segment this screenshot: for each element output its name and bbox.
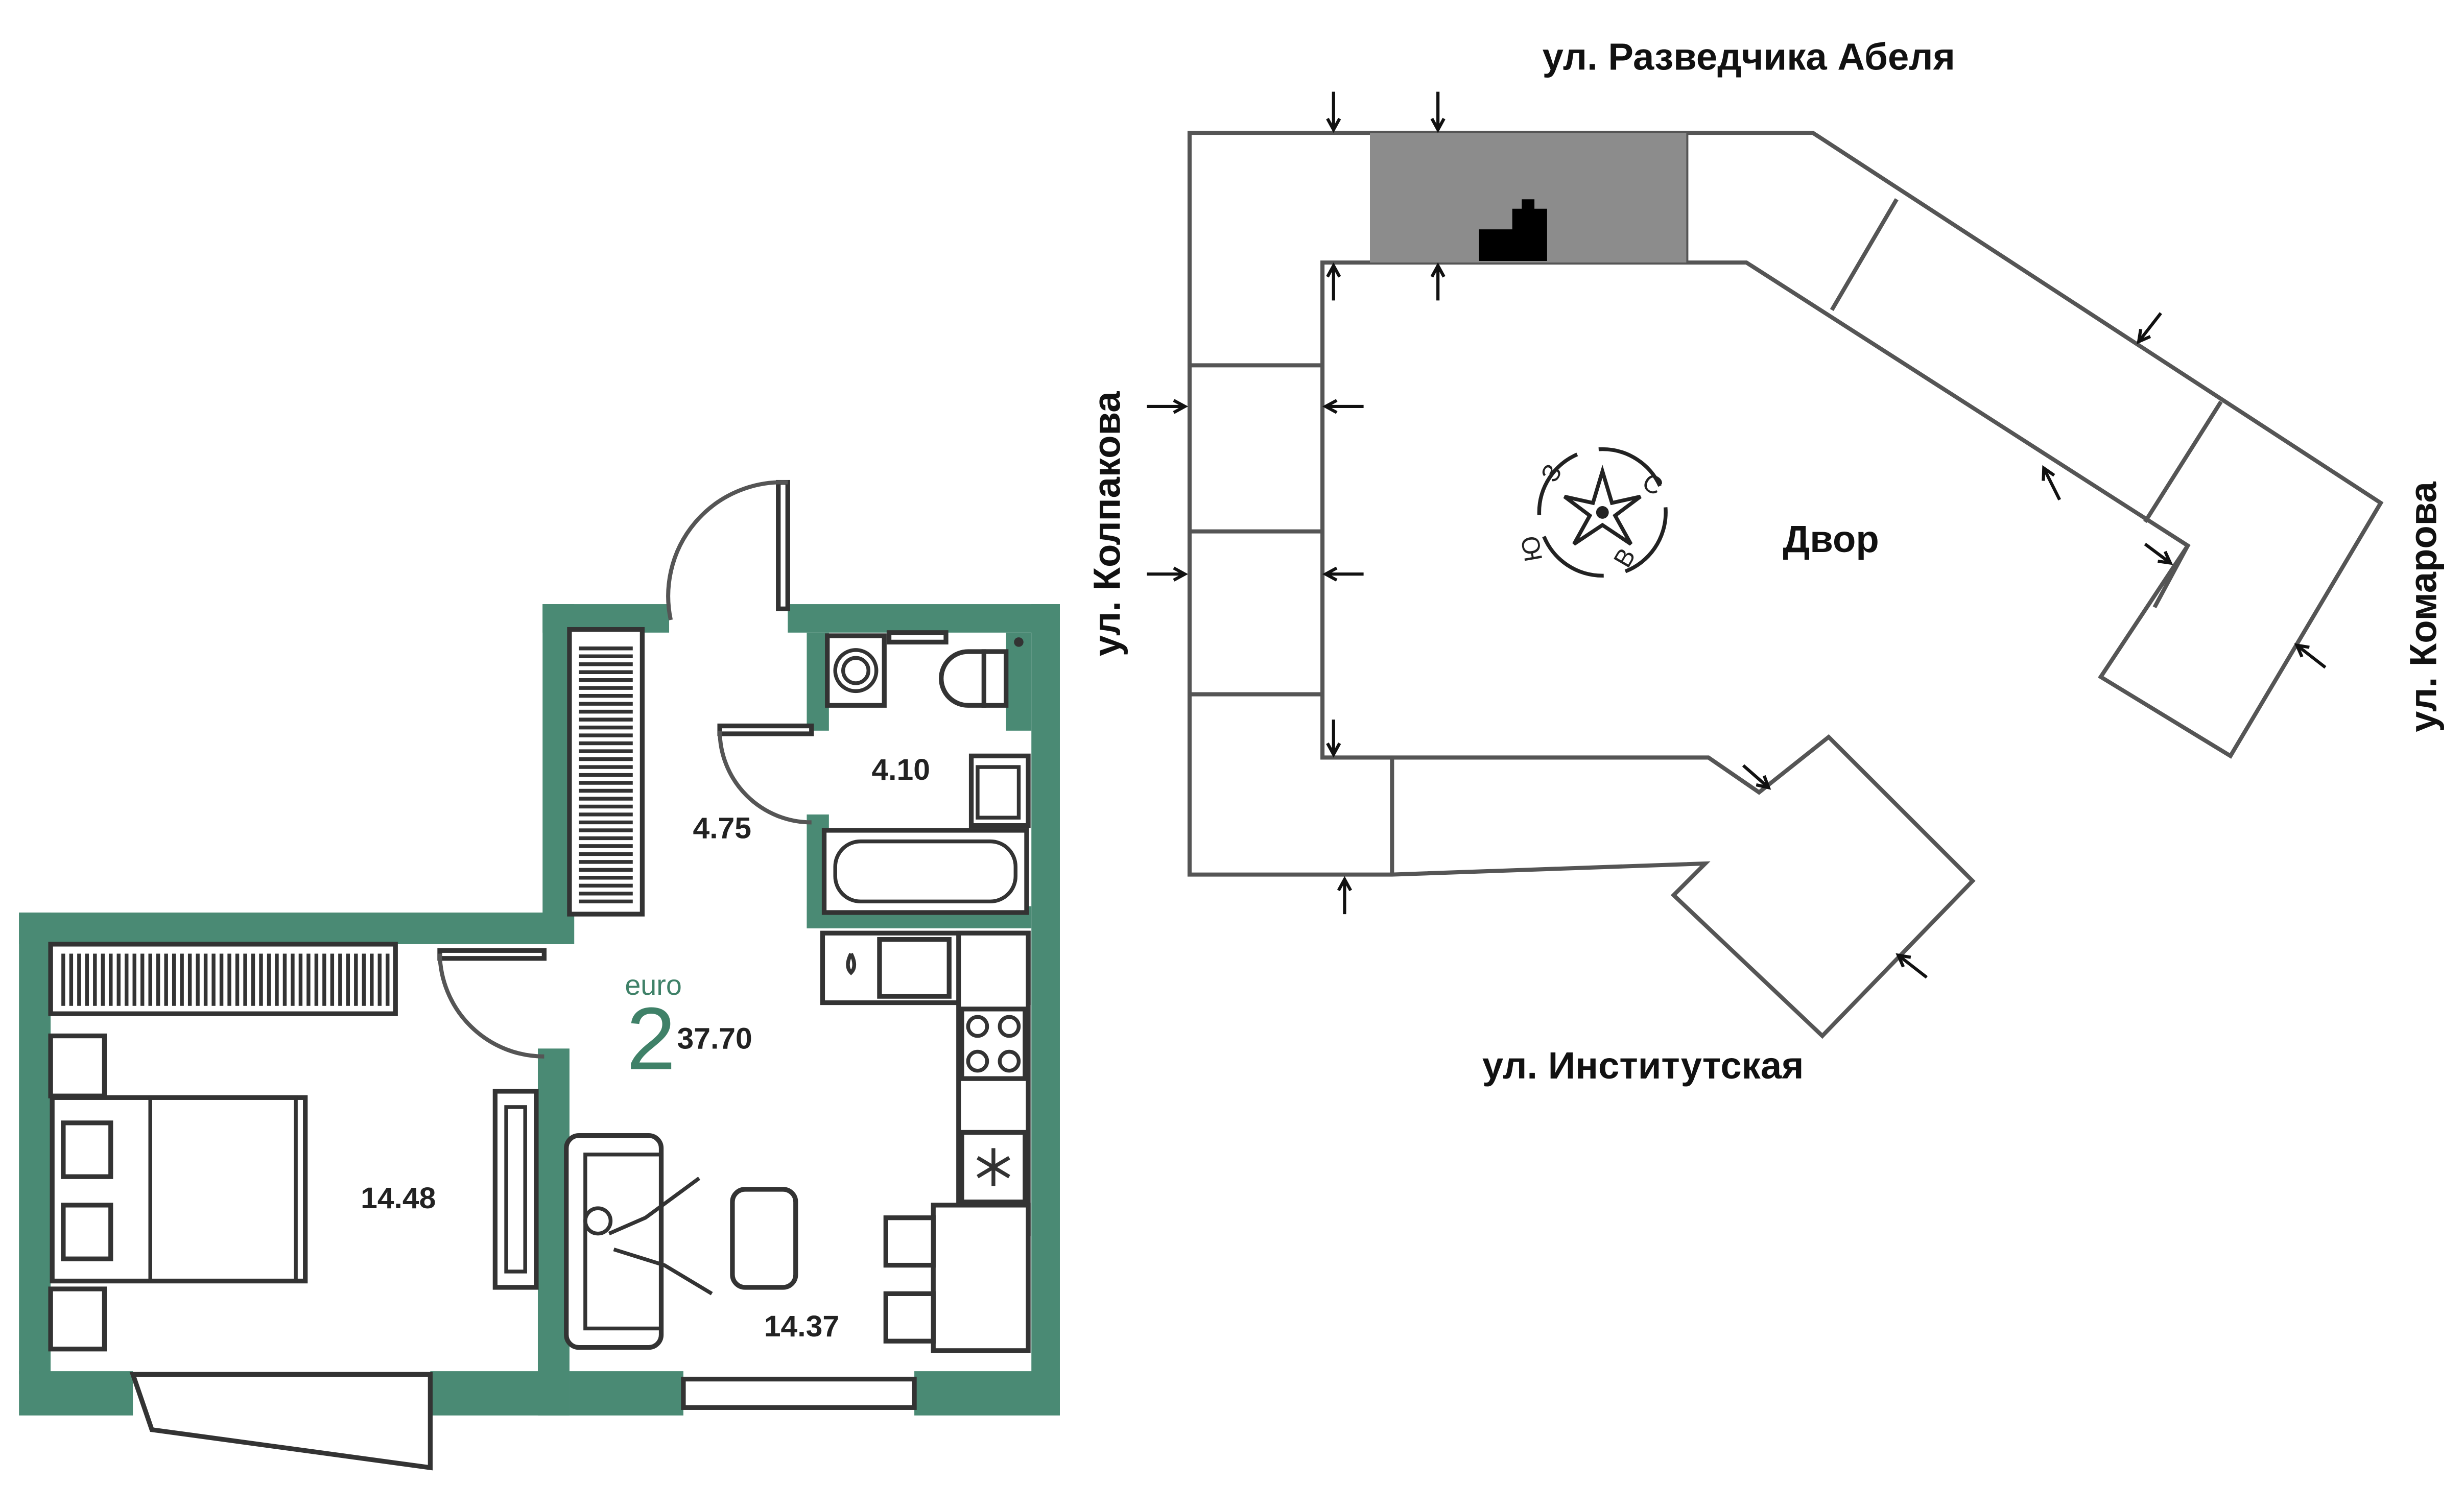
washing-machine xyxy=(825,633,887,708)
entrance-arrow-icon xyxy=(1326,262,1341,301)
compass-north: С xyxy=(1638,467,1668,501)
nightstand xyxy=(48,1033,107,1098)
bathroom-sink xyxy=(968,753,1031,828)
toilet xyxy=(939,649,1009,708)
room-count: 2 xyxy=(626,989,675,1088)
building-outline xyxy=(1187,131,2384,1039)
street-right: ул. Комарова xyxy=(2402,481,2444,732)
area-bedroom: 14.48 xyxy=(361,1182,436,1215)
entrance-arrow-icon xyxy=(2144,542,2173,565)
entrance-arrow-icon xyxy=(1896,953,1928,979)
kitchen-sink xyxy=(846,937,952,999)
towel-rail xyxy=(886,630,949,645)
drain-icon xyxy=(1014,637,1024,647)
sofa xyxy=(564,1133,664,1350)
person-illustration xyxy=(583,1177,713,1296)
floor-plan: euro 2 37.70 4.75 4.10 14.48 14.37 xyxy=(19,480,1060,1471)
entrance-arrow-icon xyxy=(1742,764,1771,790)
courtyard-label: Двор xyxy=(1783,518,1879,560)
street-top: ул. Разведчика Абеля xyxy=(1543,35,1955,78)
tv-stand xyxy=(492,1089,539,1290)
bedroom-door[interactable] xyxy=(437,948,547,1059)
compass-south: Ю xyxy=(1515,534,1548,564)
total-area: 37.70 xyxy=(677,1022,752,1055)
street-left: ул. Колпакова xyxy=(1086,391,1128,656)
entrance-arrow-icon xyxy=(2042,465,2062,501)
dining-table xyxy=(883,1203,1031,1353)
wardrobe-bedroom xyxy=(48,942,398,1016)
entrance-arrow-icon xyxy=(1147,399,1189,414)
street-bottom: ул. Институтская xyxy=(1482,1044,1804,1087)
compass-rose-icon: С В Ю З xyxy=(1515,447,1668,578)
area-bathroom: 4.10 xyxy=(871,753,930,786)
entrance-arrow-icon xyxy=(1147,566,1189,582)
entrance-arrow-icon xyxy=(1322,566,1364,582)
entrance-arrow-icon xyxy=(1430,91,1446,133)
entrance-arrow-icon xyxy=(1326,91,1341,133)
area-living-kitchen: 14.37 xyxy=(764,1310,839,1343)
entrance-arrow-icon xyxy=(1326,720,1341,758)
area-hall: 4.75 xyxy=(693,811,751,845)
apartment-location-icon xyxy=(1479,199,1547,261)
apartment-type-label: euro xyxy=(625,969,682,1001)
fridge xyxy=(959,1130,1028,1205)
entrance-arrows xyxy=(1147,91,2327,979)
bathroom-door[interactable] xyxy=(717,723,814,825)
coffee-table xyxy=(730,1187,798,1290)
nightstand xyxy=(48,1286,107,1352)
entrance-arrow-icon xyxy=(1322,399,1364,414)
bathtub xyxy=(821,828,1029,915)
cooktop xyxy=(959,1007,1028,1081)
bay-window xyxy=(129,1372,433,1471)
entrance-arrow-icon xyxy=(1337,876,1353,915)
entrance-arrow-icon xyxy=(2137,312,2162,345)
section-dividers xyxy=(1189,133,2223,875)
double-bed xyxy=(50,1095,308,1284)
window xyxy=(681,1376,917,1410)
site-plan: С В Ю З Двор ул. Разведчика Абеля ул. Ин… xyxy=(1086,35,2445,1087)
entrance-door[interactable] xyxy=(666,480,790,620)
wardrobe-hall xyxy=(567,627,645,917)
entrance-arrow-icon xyxy=(1430,262,1446,301)
entrance-arrow-icon xyxy=(2294,643,2327,669)
